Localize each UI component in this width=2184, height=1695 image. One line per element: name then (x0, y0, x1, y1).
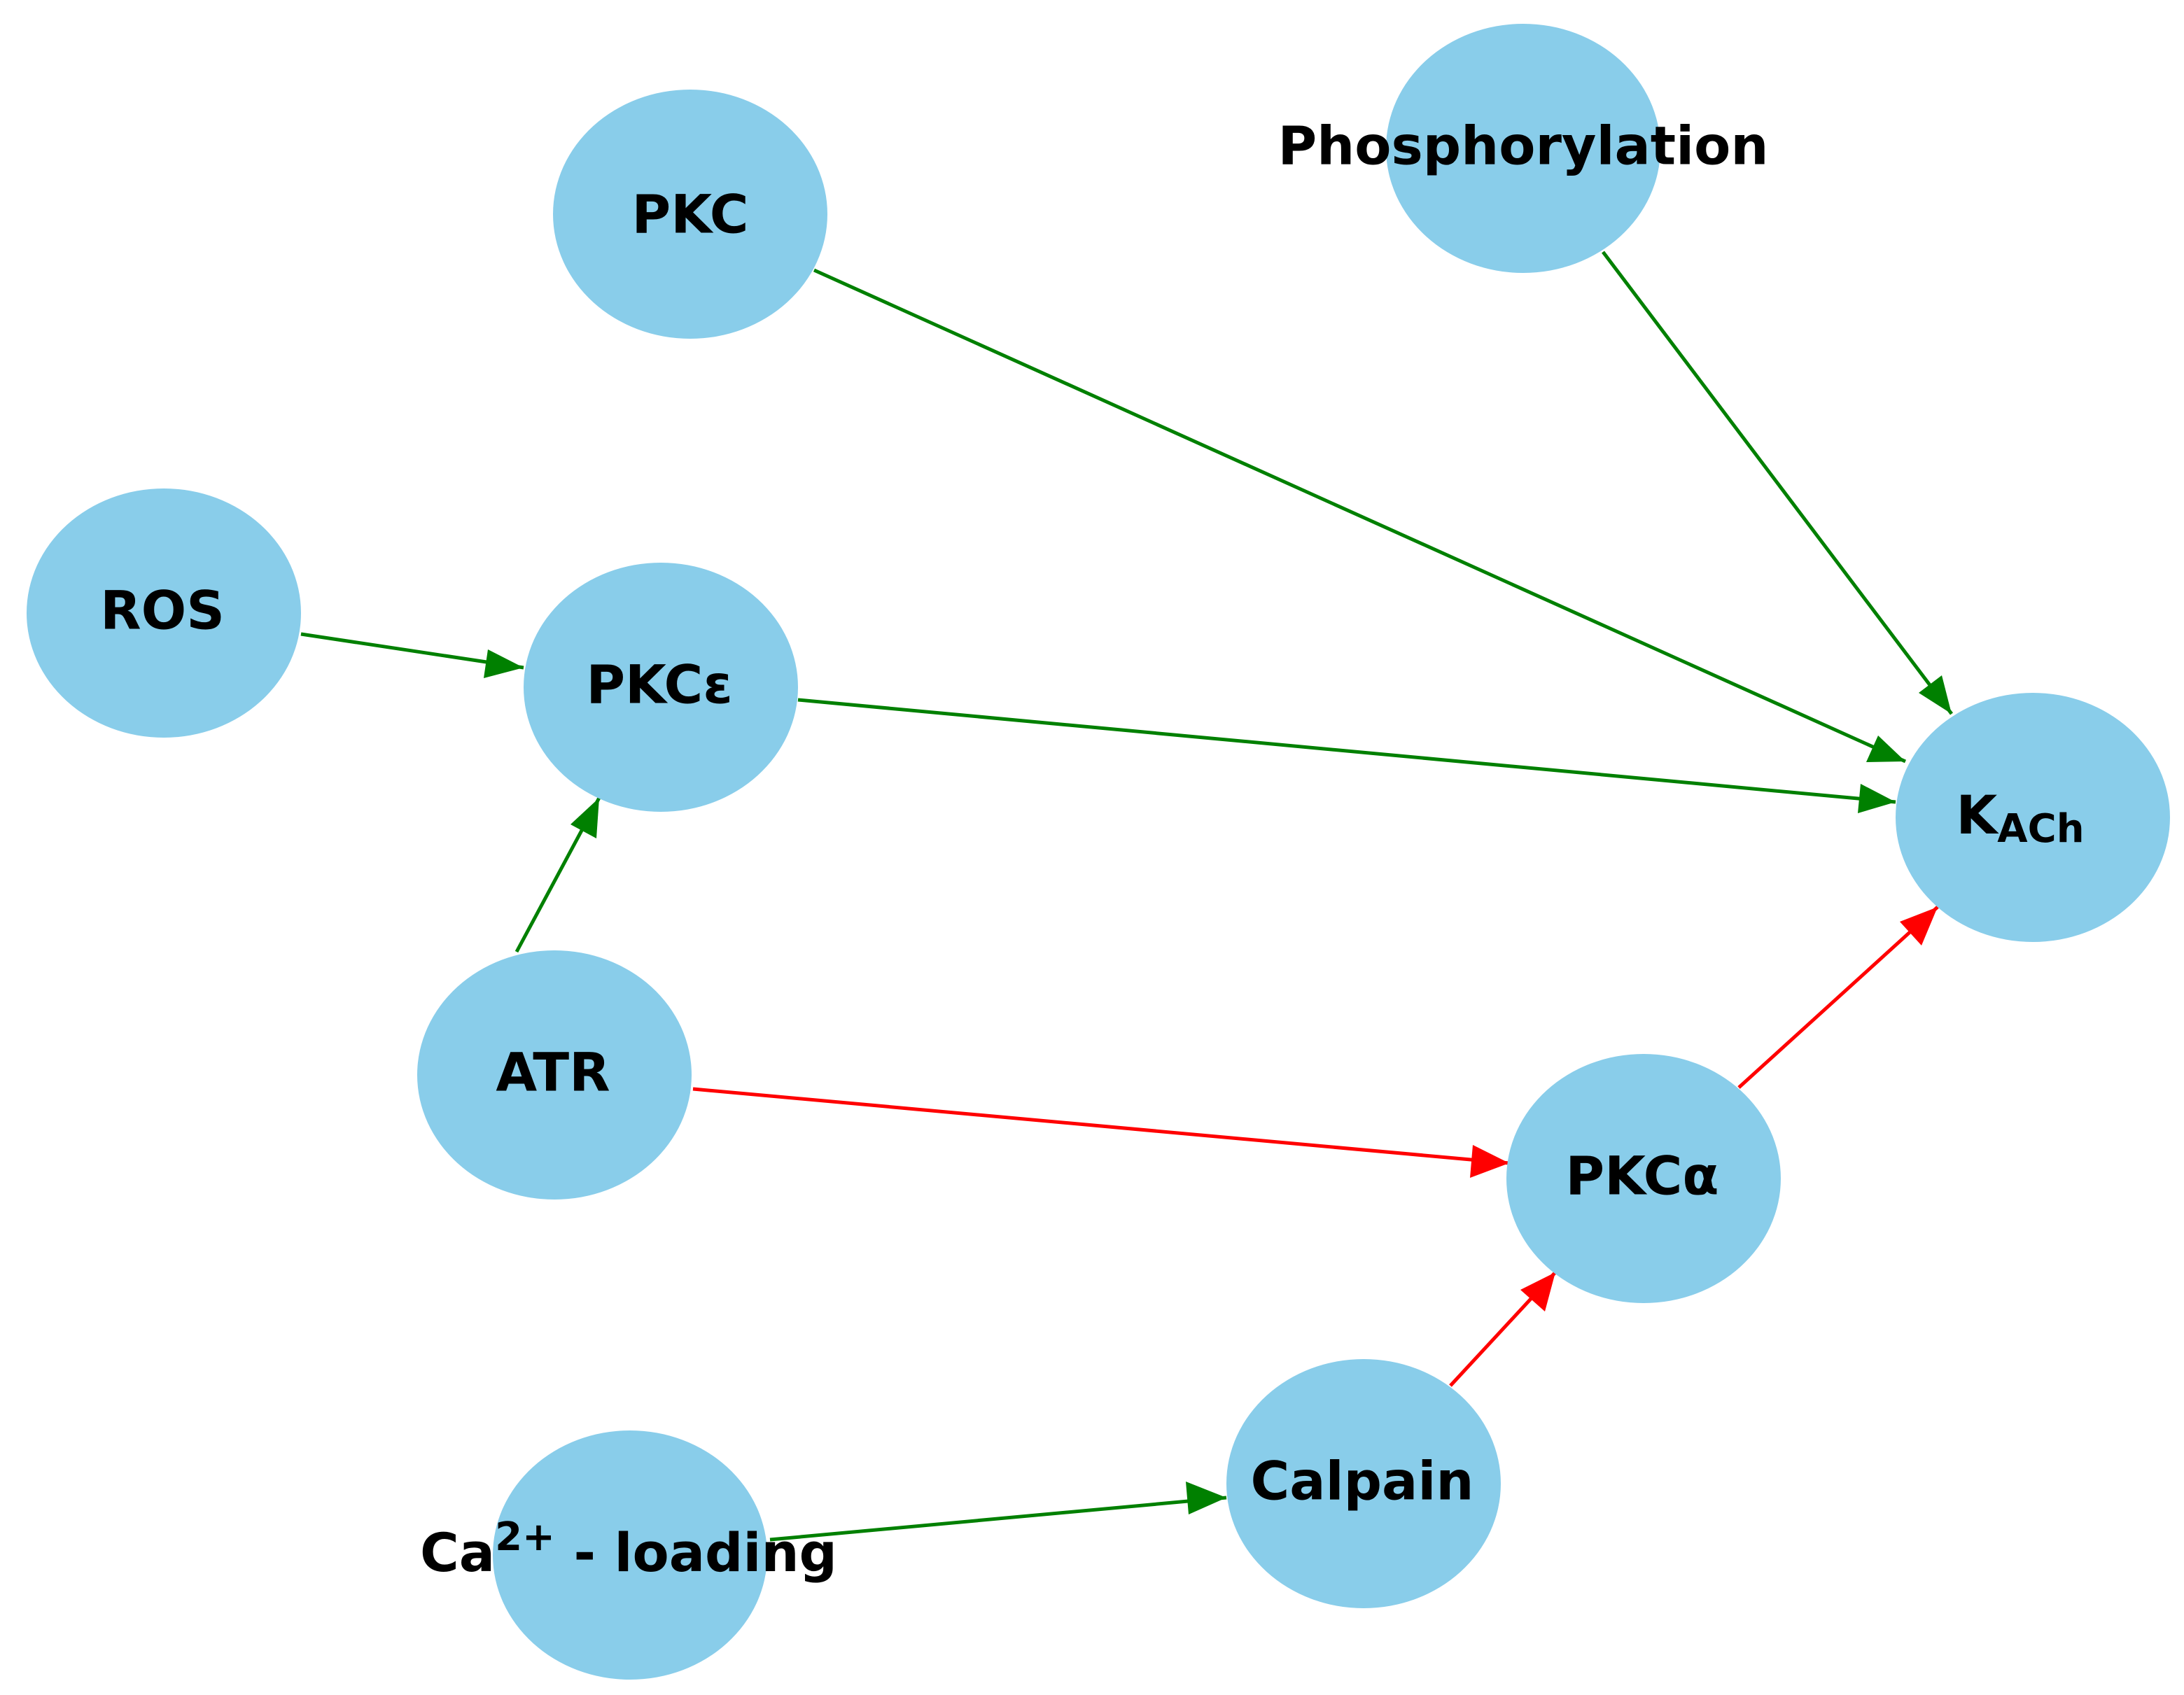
node-ca-label-superscript: 2+ (495, 1514, 555, 1560)
node-atr-label: ATR (496, 1041, 610, 1104)
node-pkca: PKCα (1506, 1054, 1781, 1303)
node-kach-label: KACh (1956, 784, 2084, 852)
node-kach-label-main: K (1956, 784, 1999, 846)
nodes: PKC Phosphorylation ROS PKCε KACh ATR PK… (27, 24, 2170, 1680)
arrowhead-calpain-to-pkca (1520, 1272, 1555, 1311)
node-phosphorylation: Phosphorylation (1278, 24, 1769, 273)
arrowhead-pkc-to-kach (1866, 736, 1905, 762)
edge-atr-to-pkca (692, 1087, 1510, 1165)
node-ca-label-prefix: Ca (420, 1521, 495, 1584)
arrowhead-atr-to-pkca (1470, 1145, 1509, 1178)
node-ca-label-suffix: - loading (555, 1521, 837, 1584)
arrowhead-atr-to-pkce (570, 798, 599, 838)
edge-pkc-to-kach (813, 268, 1907, 764)
edge-pkca-to-kach (1737, 906, 1939, 1089)
node-pkc-label: PKC (632, 183, 749, 246)
node-ca-loading: Ca2+ - loading (420, 1430, 837, 1680)
arrowhead-pkca-to-kach (1900, 907, 1938, 945)
arrowhead-phosphorylation-to-kach (1919, 675, 1952, 714)
arrowhead-pkce-to-kach (1858, 784, 1896, 813)
node-pkce: PKCε (524, 563, 798, 812)
edge-phosphorylation-to-kach (1602, 251, 1953, 715)
node-atr: ATR (417, 950, 692, 1200)
node-calpain-label: Calpain (1251, 1450, 1474, 1512)
node-ca-loading-label: Ca2+ - loading (420, 1514, 837, 1584)
node-kach: KACh (1896, 693, 2170, 942)
node-kach-label-subscript: ACh (1997, 806, 2084, 852)
node-phosphorylation-label: Phosphorylation (1278, 115, 1768, 177)
arrowhead-ros-to-pkce (484, 649, 524, 678)
arrowhead-ca-to-calpain (1186, 1482, 1226, 1514)
node-ros-label: ROS (100, 579, 225, 642)
node-pkce-label: PKCε (586, 654, 732, 716)
edge-pkce-to-kach (797, 698, 1896, 804)
node-calpain: Calpain (1226, 1359, 1501, 1608)
edge-ca-to-calpain (769, 1496, 1227, 1542)
node-ros: ROS (27, 488, 301, 738)
node-pkca-label: PKCα (1565, 1145, 1718, 1207)
node-pkc: PKC (553, 90, 827, 339)
edges (300, 251, 1953, 1542)
